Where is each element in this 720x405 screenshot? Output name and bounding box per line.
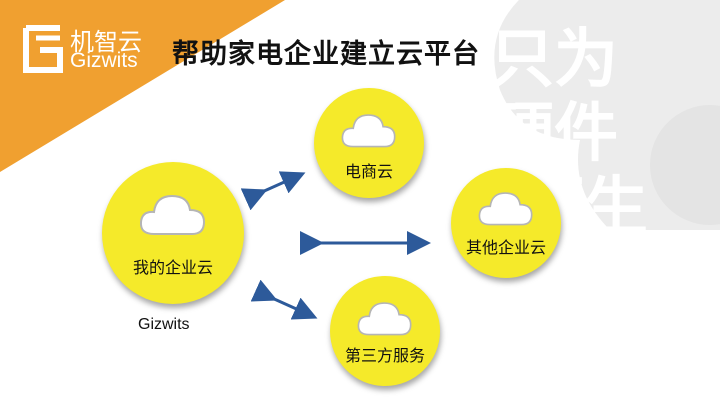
cloud-icon bbox=[139, 194, 206, 235]
watermark-line-2: 硬件 bbox=[490, 97, 618, 171]
node-my-cloud: 我的企业云 bbox=[102, 162, 244, 304]
slide-title: 帮助家电企业建立云平台 bbox=[172, 39, 480, 70]
node-third-party: 第三方服务 bbox=[330, 276, 440, 386]
node-ecommerce: 电商云 bbox=[314, 88, 424, 198]
node-other-label: 其他企业云 bbox=[465, 238, 546, 257]
node-my-cloud-label: 我的企业云 bbox=[132, 258, 213, 277]
cloud-icon bbox=[478, 192, 533, 226]
cloud-icon bbox=[357, 302, 412, 336]
node-my-cloud-caption: Gizwits bbox=[138, 316, 190, 333]
arrow-my-to-third-party bbox=[250, 279, 318, 320]
orange-corner bbox=[0, 0, 285, 172]
logo-text-en: Gizwits bbox=[70, 49, 138, 72]
node-third-party-label: 第三方服务 bbox=[344, 346, 425, 365]
cloud-icon bbox=[341, 114, 396, 148]
node-other: 其他企业云 bbox=[451, 168, 561, 278]
logo: 机智云 Gizwits bbox=[22, 22, 157, 78]
node-ecommerce-label: 电商云 bbox=[344, 162, 393, 181]
logo-text-cn: 机智云 bbox=[70, 28, 142, 56]
watermark-line-1: 只为 bbox=[490, 23, 618, 97]
watermark-shape bbox=[494, 0, 720, 230]
logo-mark-icon bbox=[23, 25, 63, 73]
arrow-my-to-ecommerce bbox=[240, 171, 306, 211]
